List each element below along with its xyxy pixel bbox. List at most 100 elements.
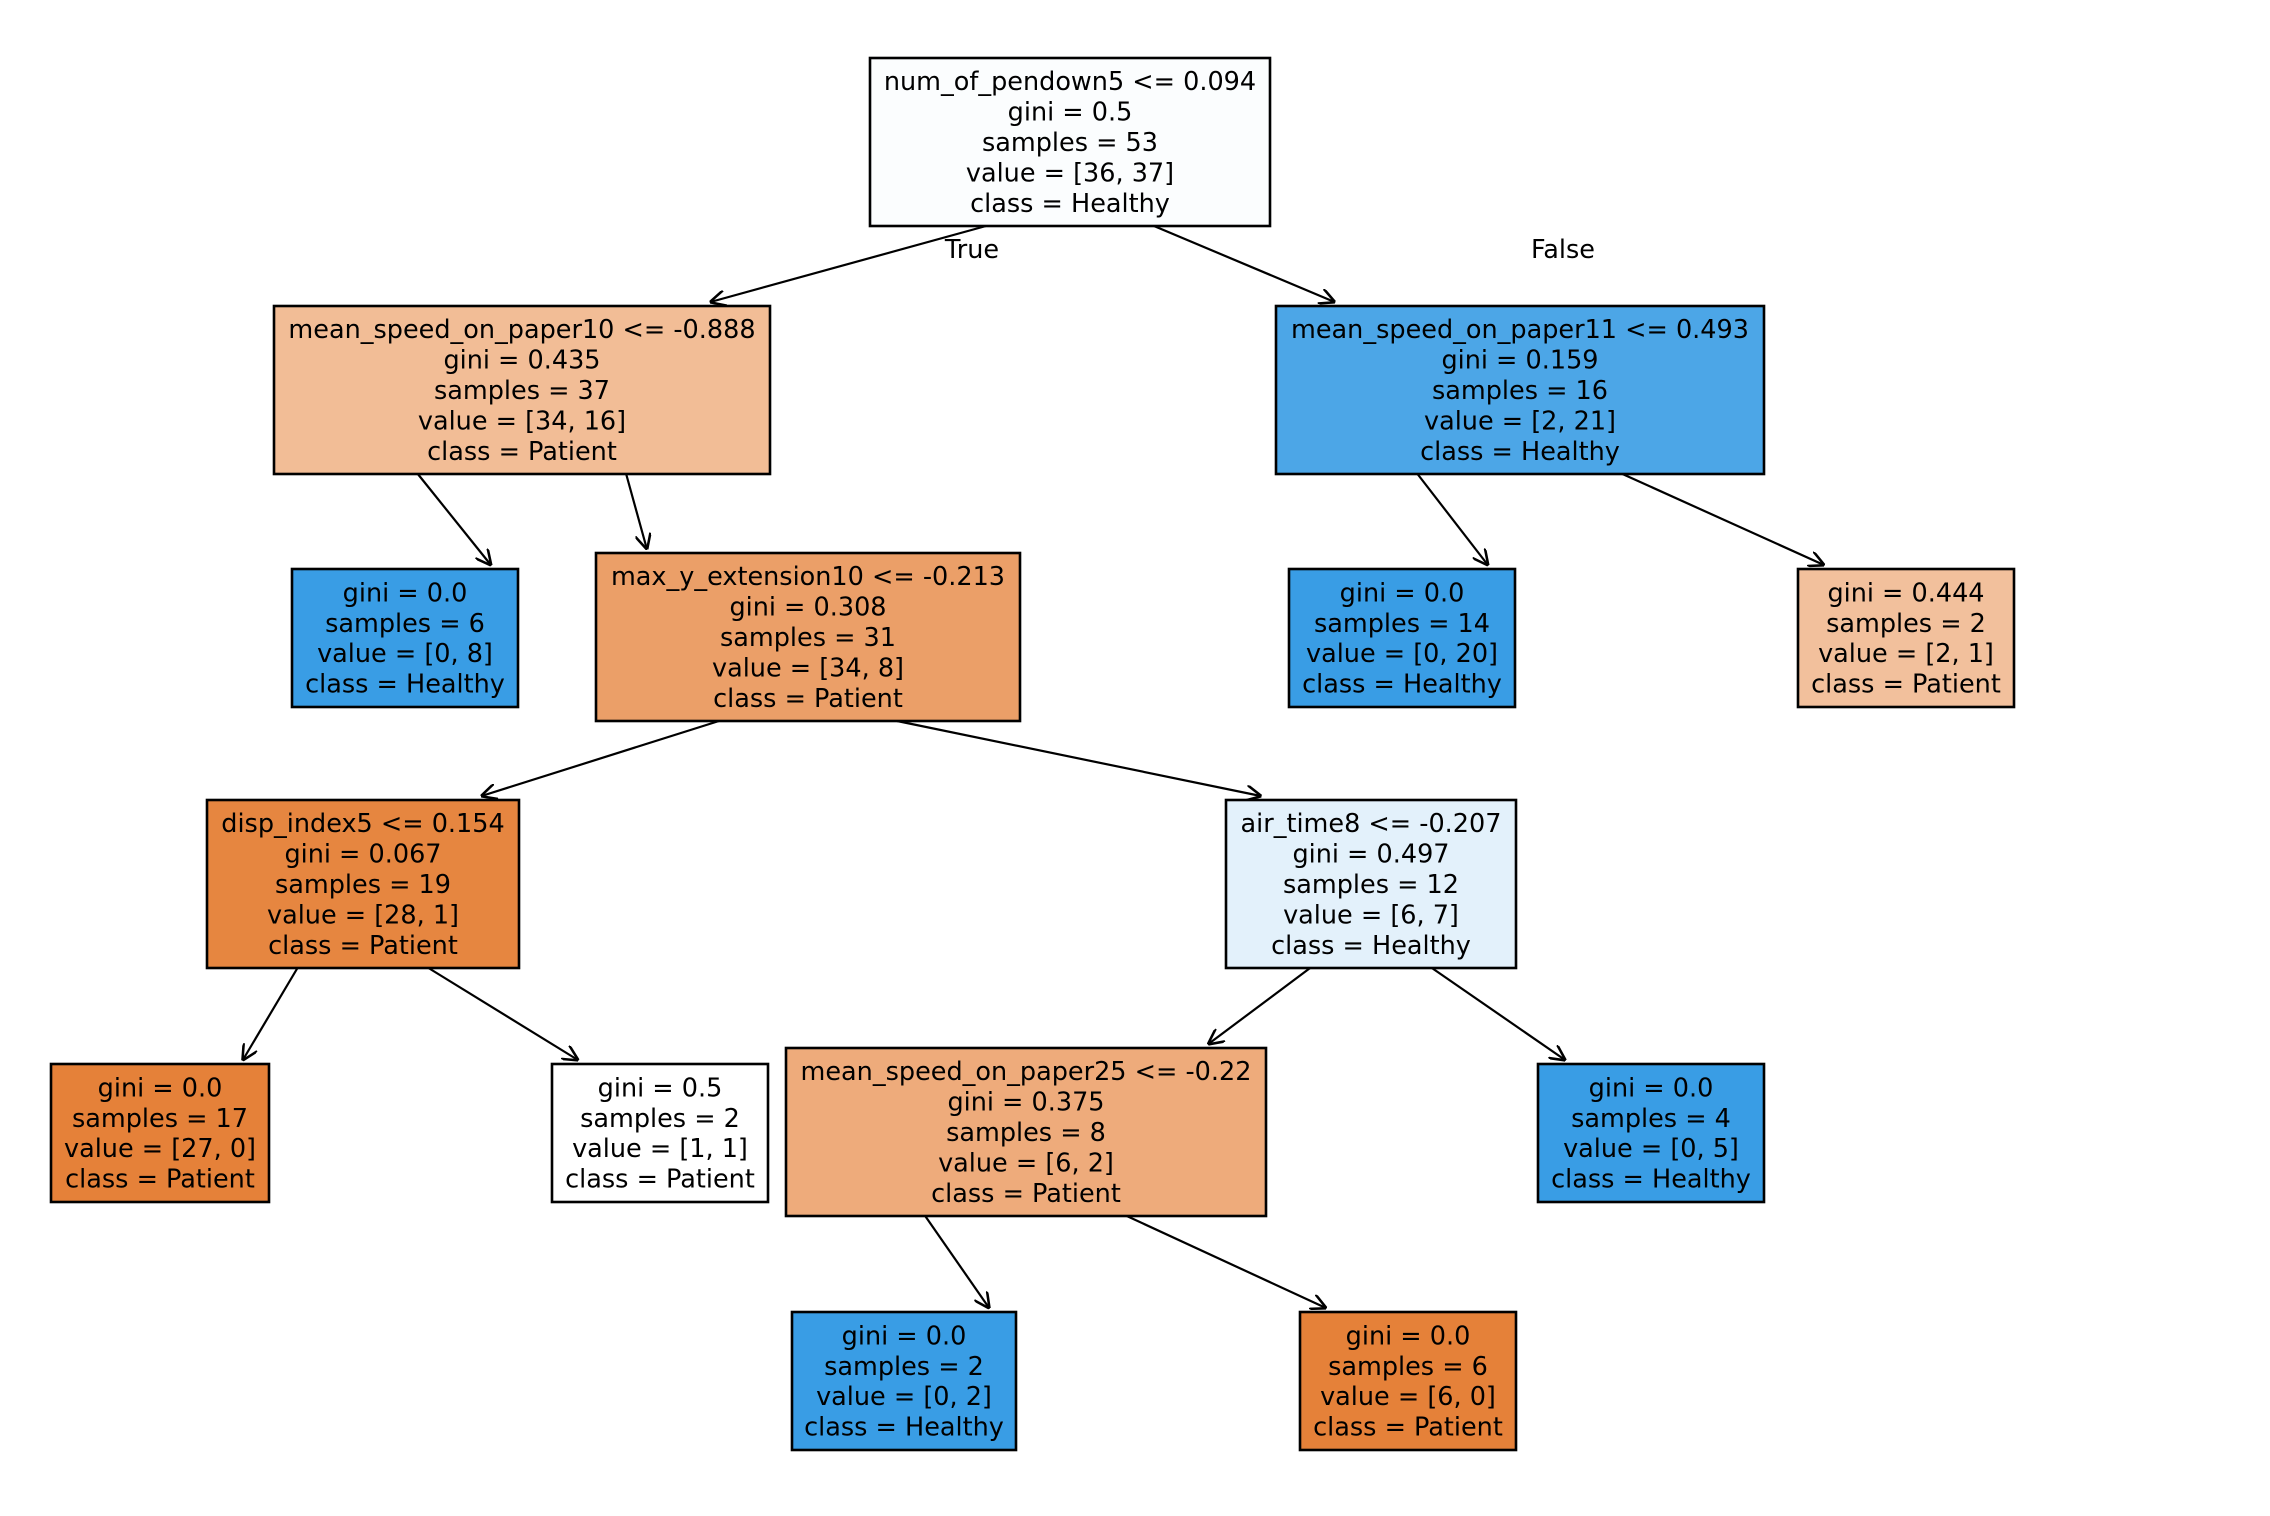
- node-line: class = Healthy: [970, 189, 1170, 219]
- node-line: value = [2, 21]: [1424, 406, 1616, 436]
- node-line: samples = 12: [1283, 870, 1459, 900]
- node-line: gini = 0.375: [947, 1088, 1104, 1118]
- node-line: gini = 0.0: [343, 578, 468, 608]
- node-line: samples = 37: [434, 376, 610, 406]
- node-line: num_of_pendown5 <= 0.094: [884, 67, 1256, 97]
- node-line: gini = 0.5: [598, 1073, 723, 1103]
- edge-label-false: False: [1531, 235, 1595, 265]
- node-line: samples = 2: [580, 1104, 740, 1134]
- node-line: class = Patient: [427, 437, 617, 467]
- node-line: value = [34, 16]: [418, 406, 626, 436]
- node-line: value = [2, 1]: [1818, 639, 1994, 669]
- node-line: gini = 0.159: [1441, 346, 1598, 376]
- node-line: samples = 2: [1826, 609, 1986, 639]
- node-box: [1287, 567, 1517, 709]
- edge-n7-n11: [1431, 967, 1565, 1060]
- node-line: samples = 4: [1571, 1104, 1731, 1134]
- node-line: value = [34, 8]: [712, 653, 904, 683]
- node-line: class = Patient: [1313, 1413, 1503, 1443]
- node-line: gini = 0.497: [1292, 840, 1449, 870]
- edge-n4-n6: [427, 967, 578, 1060]
- node-line: value = [1, 1]: [572, 1134, 748, 1164]
- node-line: class = Patient: [65, 1165, 255, 1195]
- node-line: value = [0, 5]: [1563, 1134, 1739, 1164]
- node-line: value = [0, 2]: [816, 1382, 992, 1412]
- edge-n1-n3: [625, 473, 647, 549]
- node-line: samples = 19: [275, 870, 451, 900]
- edge-n1-n2: [416, 473, 491, 565]
- edge-n4-n5: [243, 967, 299, 1060]
- node-line: samples = 14: [1314, 609, 1490, 639]
- node-box: [868, 56, 1272, 228]
- node-box: [1274, 304, 1766, 476]
- node-line: max_y_extension10 <= -0.213: [611, 562, 1005, 592]
- node-box: [1224, 798, 1518, 970]
- node-line: value = [6, 0]: [1320, 1382, 1496, 1412]
- node-line: mean_speed_on_paper11 <= 0.493: [1291, 315, 1749, 345]
- node-line: class = Healthy: [804, 1413, 1004, 1443]
- node-line: class = Healthy: [1420, 437, 1620, 467]
- node-line: gini = 0.0: [842, 1321, 967, 1351]
- node-line: class = Patient: [931, 1179, 1121, 1209]
- edges-layer: True False: [243, 224, 1824, 1308]
- node-line: samples = 6: [1328, 1352, 1488, 1382]
- node-line: class = Patient: [1811, 670, 2001, 700]
- node-line: gini = 0.308: [729, 593, 886, 623]
- edge-n3-n7: [896, 719, 1261, 796]
- node-box: [1298, 1310, 1518, 1452]
- node-line: class = Healthy: [1302, 670, 1502, 700]
- edge-n12-n14: [1622, 472, 1823, 565]
- edge-n7-n8: [1208, 967, 1311, 1044]
- node-line: value = [6, 2]: [938, 1148, 1114, 1178]
- node-line: value = [36, 37]: [966, 158, 1174, 188]
- node-box: [790, 1310, 1018, 1452]
- node-line: mean_speed_on_paper25 <= -0.22: [801, 1057, 1252, 1087]
- node-box: [272, 304, 772, 476]
- edge-n8-n10: [1126, 1215, 1326, 1308]
- node-line: class = Healthy: [1551, 1165, 1751, 1195]
- edge-label-true: True: [944, 235, 999, 265]
- node-line: samples = 2: [824, 1352, 984, 1382]
- edge-n3-n4: [482, 719, 720, 796]
- node-line: value = [0, 8]: [317, 639, 493, 669]
- node-line: air_time8 <= -0.207: [1241, 809, 1502, 839]
- node-line: class = Healthy: [1271, 931, 1471, 961]
- node-line: class = Patient: [713, 684, 903, 714]
- node-line: value = [0, 20]: [1306, 639, 1498, 669]
- node-box: [1536, 1062, 1766, 1204]
- node-line: disp_index5 <= 0.154: [221, 809, 504, 839]
- node-line: value = [28, 1]: [267, 900, 459, 930]
- edge-n8-n9: [924, 1215, 989, 1308]
- node-line: samples = 8: [946, 1118, 1106, 1148]
- node-line: class = Patient: [565, 1165, 755, 1195]
- node-line: class = Healthy: [305, 670, 505, 700]
- node-line: samples = 17: [72, 1104, 248, 1134]
- node-box: [205, 798, 521, 970]
- node-line: gini = 0.0: [1340, 578, 1465, 608]
- node-line: gini = 0.0: [98, 1073, 223, 1103]
- node-line: gini = 0.5: [1008, 98, 1133, 128]
- node-line: samples = 16: [1432, 376, 1608, 406]
- node-line: samples = 53: [982, 128, 1158, 158]
- edge-n0-n12: [1153, 224, 1335, 302]
- node-line: gini = 0.0: [1589, 1073, 1714, 1103]
- node-line: gini = 0.444: [1827, 578, 1984, 608]
- edge-n12-n13: [1416, 473, 1488, 565]
- node-line: value = [27, 0]: [64, 1134, 256, 1164]
- node-line: mean_speed_on_paper10 <= -0.888: [288, 315, 755, 345]
